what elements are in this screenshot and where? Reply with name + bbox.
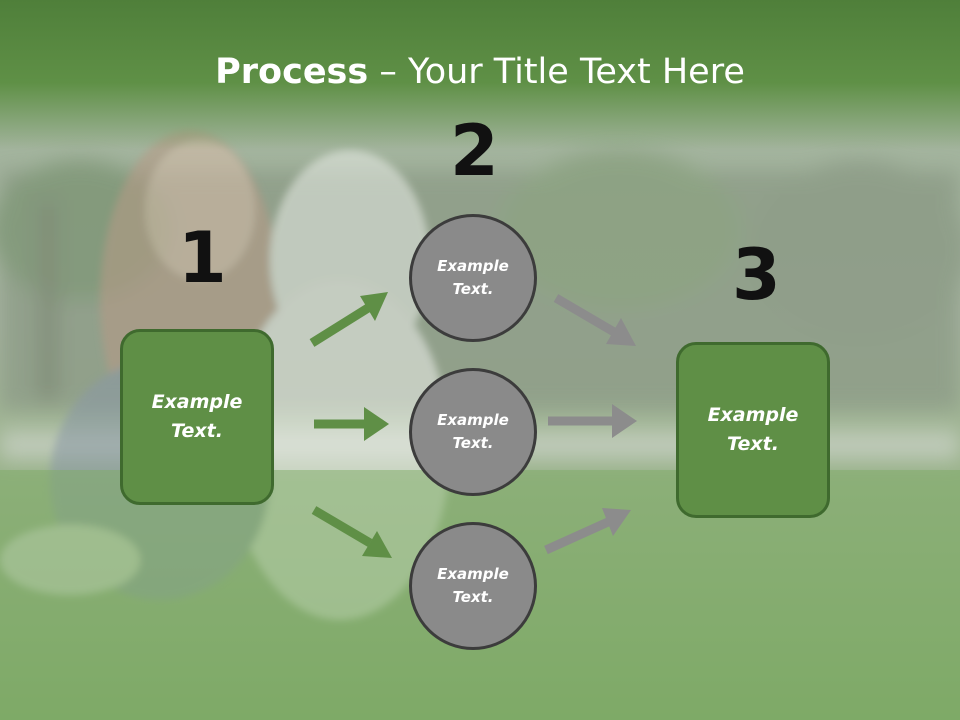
- step-1-text: Example Text.: [151, 391, 243, 442]
- title-band: [0, 0, 960, 150]
- step-2-circle-bottom: Example Text.: [409, 522, 537, 650]
- step-number-3: 3: [732, 234, 781, 316]
- step-2-circle-top: Example Text.: [409, 214, 537, 342]
- green-arrow-down: [311, 506, 392, 558]
- gray-arrow-up: [544, 508, 631, 555]
- gray-arrow-right: [548, 404, 637, 438]
- step-number-1: 1: [178, 217, 227, 299]
- title-bold: Process: [215, 52, 369, 92]
- step-3-text: Example Text.: [707, 404, 799, 455]
- circle-top-text: Example Text.: [437, 257, 509, 298]
- green-arrow-right: [314, 407, 389, 441]
- green-arrow-up: [309, 292, 388, 347]
- gray-arrow-down: [553, 294, 636, 346]
- page-title: Process – Your Title Text Here: [0, 52, 960, 92]
- circle-middle-text: Example Text.: [437, 411, 509, 452]
- circle-bottom-text: Example Text.: [437, 565, 509, 606]
- step-2-circle-middle: Example Text.: [409, 368, 537, 496]
- step-3-box: Example Text.: [676, 342, 830, 518]
- step-1-box: Example Text.: [120, 329, 274, 505]
- step-number-2: 2: [450, 110, 499, 192]
- title-rest: – Your Title Text Here: [368, 52, 745, 92]
